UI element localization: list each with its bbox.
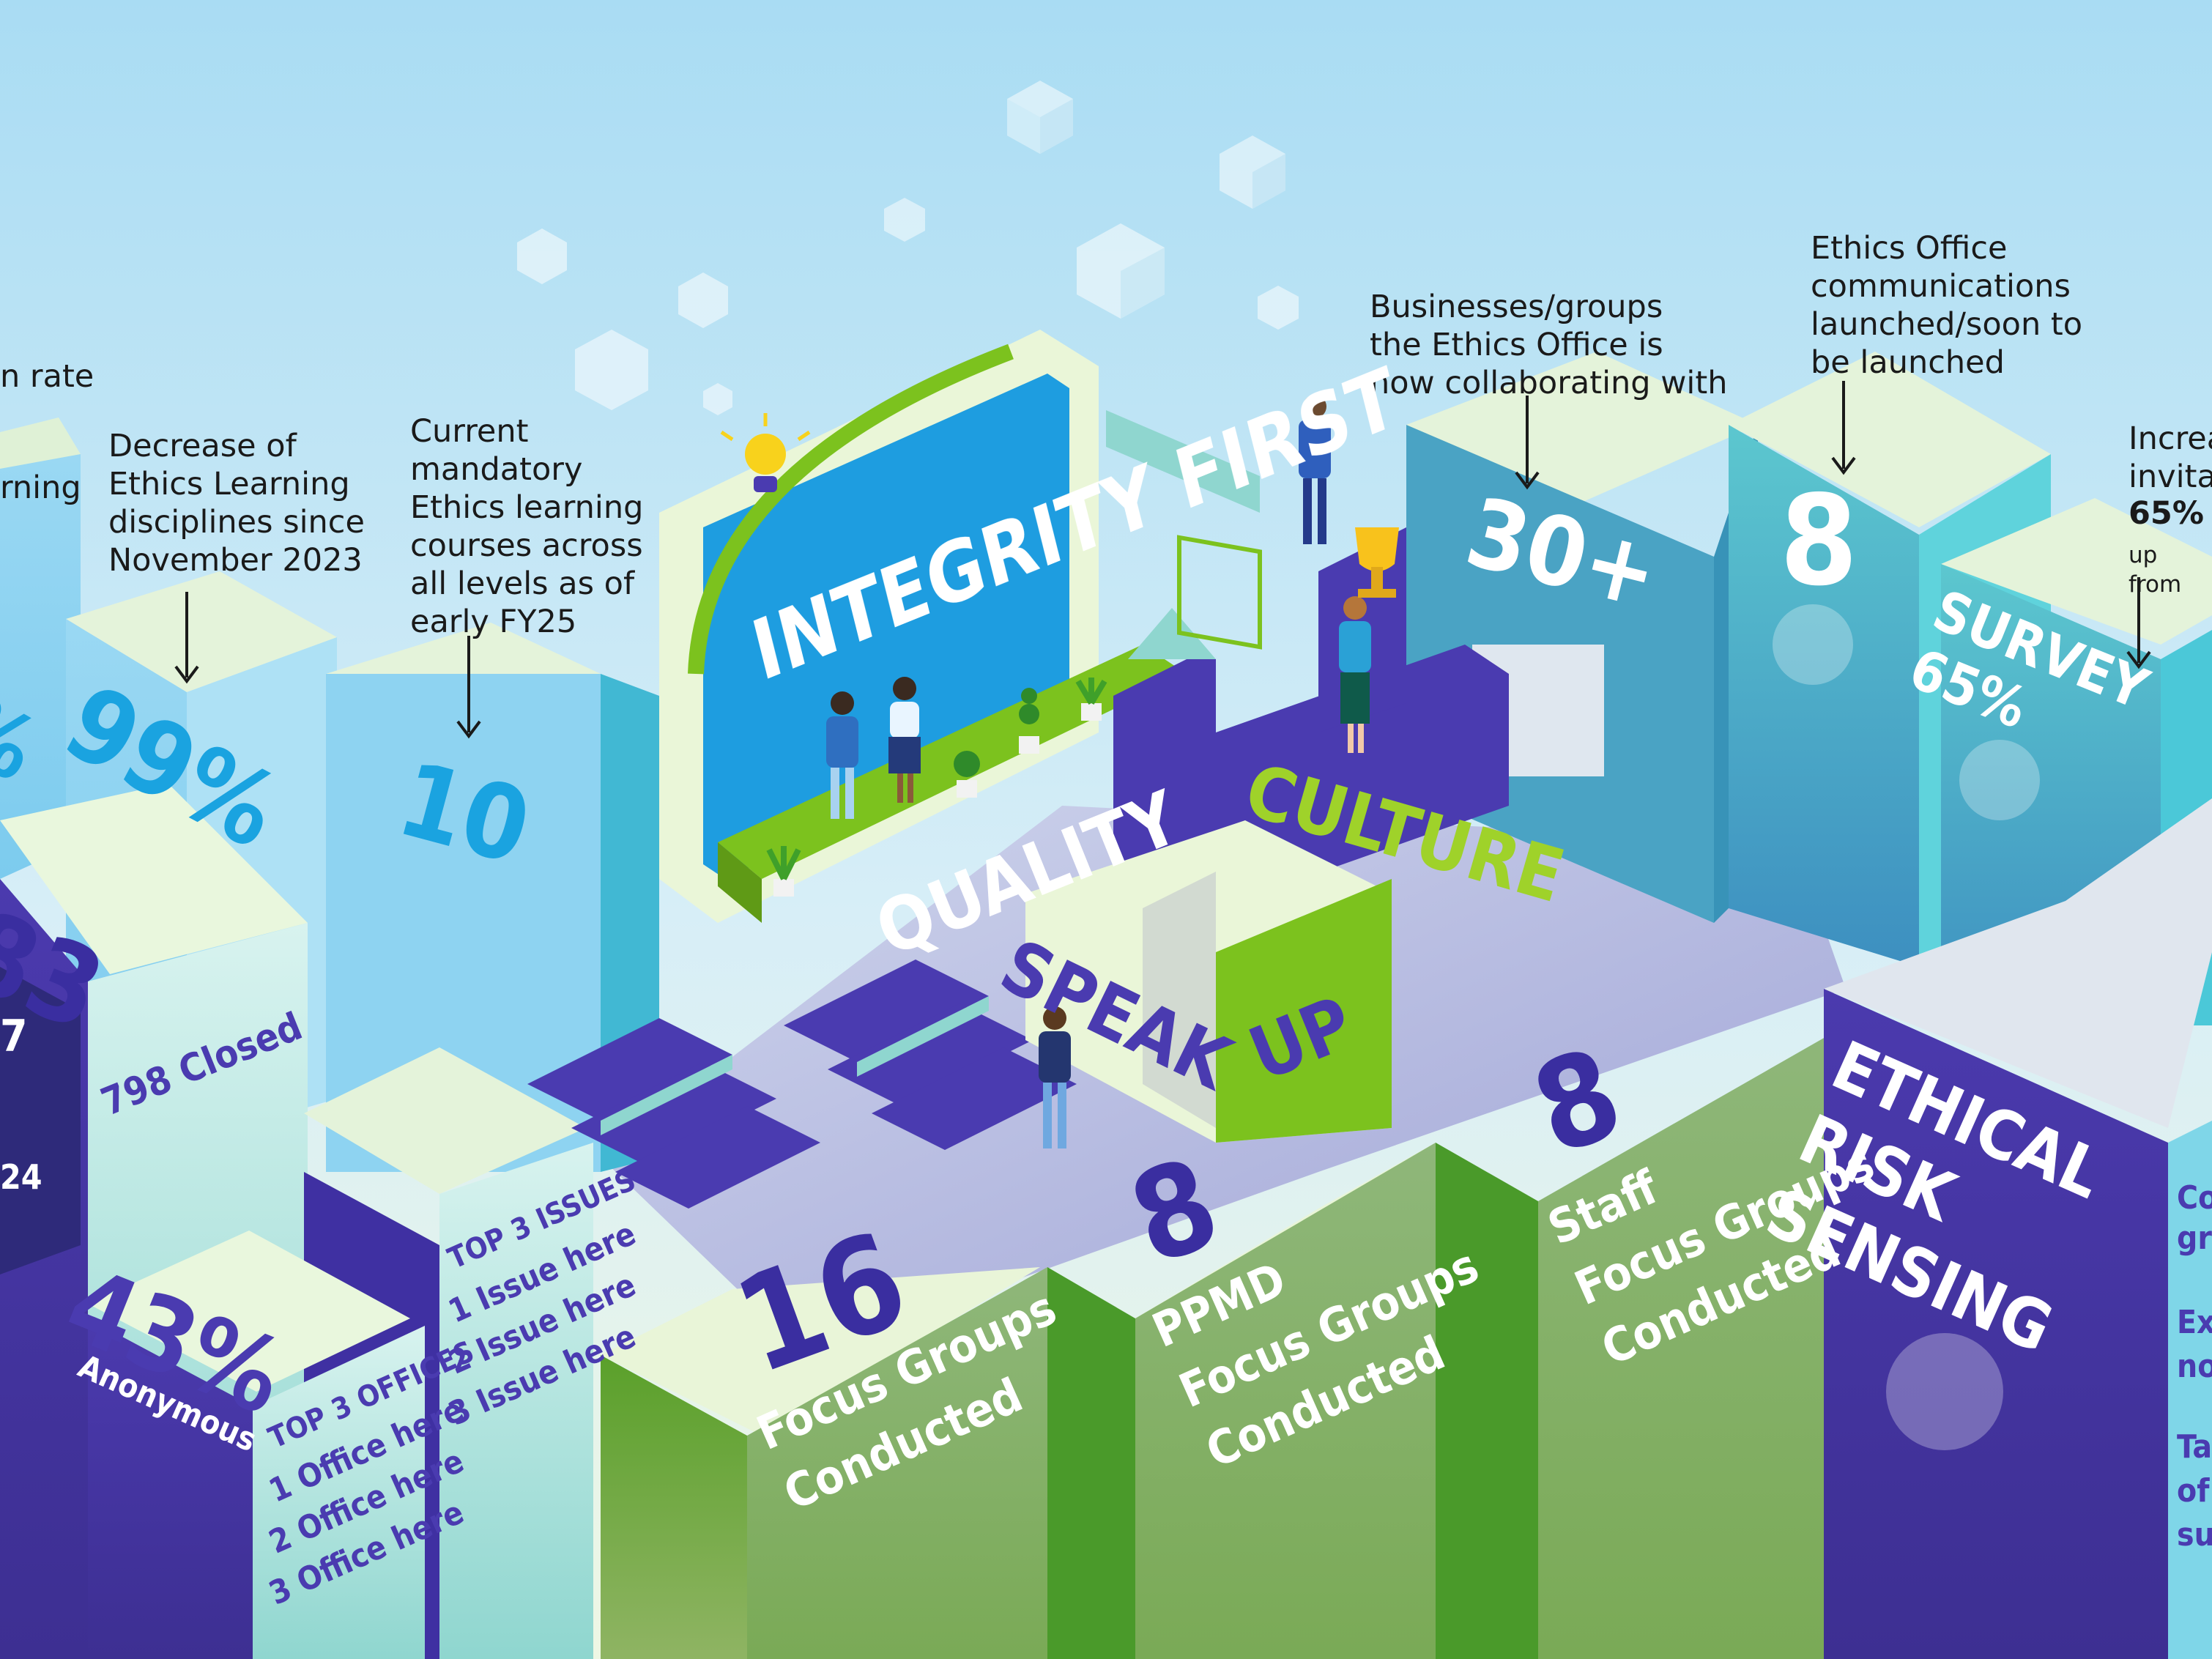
person-5 xyxy=(1039,1006,1071,1148)
column-risk-front xyxy=(1824,989,2168,1659)
annotation-arrows xyxy=(174,381,2151,739)
right-partial-3: Ex xyxy=(2177,1304,2212,1341)
column-risk-top xyxy=(1824,798,2212,1128)
column-issues-top xyxy=(304,1047,586,1194)
radar-target-icon xyxy=(1886,1333,2003,1450)
annotation-decrease: Decrease of Ethics Learning disciplines … xyxy=(108,428,365,579)
person-4 xyxy=(1339,596,1371,753)
stat-8-comms: 8 xyxy=(1780,469,1858,614)
person-1 xyxy=(826,691,858,819)
column-83-dark-face xyxy=(0,967,81,1274)
people xyxy=(826,395,1371,1148)
column-issues-side xyxy=(439,1143,593,1659)
column-43-side xyxy=(253,1326,425,1659)
right-partial-1: Co xyxy=(2177,1179,2212,1217)
survey-icon xyxy=(1959,740,2040,820)
annotation-increase-partial: Increa invita xyxy=(2129,420,2212,495)
right-partial-2: gri xyxy=(2177,1220,2212,1257)
column-8-top xyxy=(1729,352,2051,527)
plants xyxy=(766,678,1107,897)
right-partial-5: Ta xyxy=(2177,1428,2212,1466)
annotation-rate-partial: n rate xyxy=(0,358,94,395)
block-ppmd-right-edge xyxy=(1436,1143,1538,1659)
annotation-increase-value: 65% xyxy=(2129,495,2204,532)
floating-cubes xyxy=(517,81,1299,415)
column-8-front xyxy=(1729,425,1919,967)
annotation-businesses: Businesses/groups the Ethics Office is n… xyxy=(1370,289,1728,401)
right-partial-6: of xyxy=(2177,1472,2210,1510)
stat-24-partial: 24 xyxy=(0,1157,42,1197)
block-staff-front xyxy=(1538,1025,1846,1659)
column-30-top xyxy=(1406,352,1758,505)
right-partial-7: su xyxy=(2177,1516,2212,1554)
annotation-increase-from: up from xyxy=(2129,542,2182,598)
annotation-current-mandatory: Current mandatory Ethics learning course… xyxy=(410,413,644,640)
right-partial-4: no xyxy=(2177,1348,2212,1385)
annotation-communications: Ethics Office communications launched/so… xyxy=(1811,230,2083,381)
column-10-front xyxy=(326,674,601,1172)
block-16-right-edge xyxy=(1047,1267,1135,1659)
column-far-left-side xyxy=(0,454,81,879)
block-16-top xyxy=(601,1267,1040,1436)
column-risk-side xyxy=(2168,1121,2212,1659)
column-43-top xyxy=(88,1231,410,1392)
column-99-top xyxy=(66,571,337,692)
trophy-icon xyxy=(1355,527,1399,598)
block-16-front xyxy=(601,1355,747,1659)
lightbulb-icon xyxy=(720,413,811,492)
block-ppmd-front xyxy=(1135,1143,1436,1659)
person-2 xyxy=(888,677,921,803)
column-survey-top xyxy=(1941,498,2212,645)
block-16-side xyxy=(747,1267,1047,1659)
stat-7-partial: 7 xyxy=(0,1011,28,1062)
annotation-learning-partial: rning xyxy=(0,470,81,506)
megaphone-icon xyxy=(1773,604,1853,685)
stairs xyxy=(527,960,1077,1209)
column-83-top xyxy=(0,784,308,974)
column-43-front xyxy=(88,1318,253,1659)
person-3 xyxy=(1299,395,1331,544)
